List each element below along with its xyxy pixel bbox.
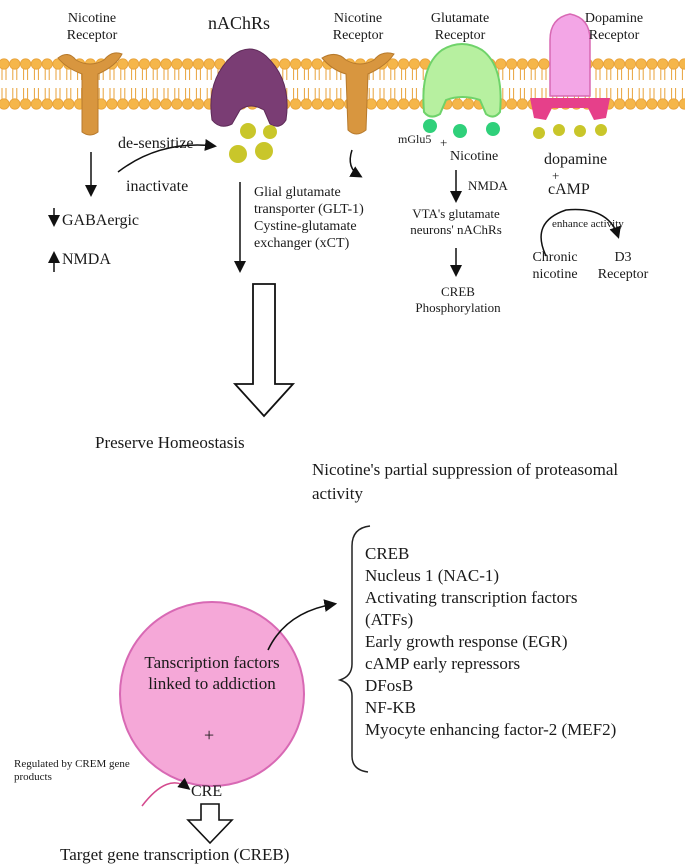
nachrs-ligands <box>229 123 277 163</box>
factor-item: NF-KB <box>365 698 417 717</box>
factor-item: Myocyte enhancing factor-2 (MEF2) <box>365 720 617 739</box>
factor-item: CREB <box>365 544 410 563</box>
cre-label: CRE <box>191 783 223 800</box>
target-gene-label: Target gene transcription (CREB) <box>60 845 290 864</box>
glutamate-nmda-label: NMDA <box>468 178 508 193</box>
circle-to-factors-arrow <box>267 599 338 651</box>
crem-arrow <box>141 777 191 807</box>
desensitize-label: de-sensitize <box>118 135 194 152</box>
middle-branch-arrows <box>234 149 363 273</box>
dopamine-receptor-icon <box>530 13 610 120</box>
left-branch-arrows <box>48 139 217 272</box>
preserve-homeostasis-label: Preserve Homeostasis <box>95 433 245 452</box>
nicotine-receptor-left-icon <box>57 52 123 136</box>
factor-item: (ATFs) <box>365 610 414 629</box>
vta-label: VTA's glutamate neurons' nAChRs <box>410 206 502 237</box>
dopamine-branch-arrow <box>540 208 621 257</box>
factor-item: cAMP early repressors <box>365 654 521 673</box>
dopamine-receptor-label: Dopamine Receptor <box>584 11 644 43</box>
glutamate-receptor-icon <box>422 43 502 118</box>
enhance-activity-label: enhance activity <box>552 218 624 230</box>
nachrs-receptor-icon <box>210 48 288 127</box>
glutamate-ligands <box>423 119 500 138</box>
mglu5-label: mGlu5 <box>398 132 432 146</box>
d3-receptor-label: D3 Receptor <box>597 250 649 282</box>
factors-bracket <box>337 525 371 773</box>
transcription-factor-list: CREB Nucleus 1 (NAC-1) Activating transcri… <box>365 543 616 741</box>
nicotine-receptor-mid-label: Nicotine Receptor <box>332 11 384 43</box>
transporters-label: Glial glutamate transporter (GLT-1) Cyst… <box>254 185 364 251</box>
circle-label: Tanscription factors linked to addiction <box>144 653 280 693</box>
transcription-circle <box>119 601 305 787</box>
glutamate-nicotine-label: Nicotine <box>450 149 499 164</box>
creb-phosphorylation-label: CREB Phosphorylation <box>415 284 501 315</box>
nicotine-receptor-mid-icon <box>321 52 395 135</box>
factor-item: DFosB <box>365 676 414 695</box>
nachrs-label: nAChRs <box>208 13 271 33</box>
dopamine-plus: + <box>552 168 560 183</box>
factor-item: Activating transcription factors <box>365 588 578 607</box>
inactivate-label: inactivate <box>126 178 189 195</box>
proteasomal-label: Nicotine's partial suppression of protea… <box>312 460 619 503</box>
chronic-nicotine-label: Chronic nicotine <box>532 250 578 282</box>
glutamate-plus: + <box>440 135 448 150</box>
crem-label: Regulated by CREM gene products <box>14 758 130 783</box>
factor-item: Nucleus 1 (NAC-1) <box>365 566 500 585</box>
dopamine-label: dopamine <box>544 151 608 168</box>
gabaergic-label: GABAergic <box>62 212 140 229</box>
dopamine-ligands <box>533 124 607 139</box>
glutamate-receptor-label: Glutamate Receptor <box>430 11 490 43</box>
circle-plus: + <box>204 725 215 745</box>
nicotine-receptor-left-label: Nicotine Receptor <box>66 11 118 43</box>
camp-label: cAMP <box>548 181 590 198</box>
cre-hollow-arrow <box>186 803 234 845</box>
factor-item: Early growth response (EGR) <box>365 632 568 651</box>
homeostasis-hollow-arrow <box>232 283 296 418</box>
nmda-left-label: NMDA <box>62 251 111 268</box>
